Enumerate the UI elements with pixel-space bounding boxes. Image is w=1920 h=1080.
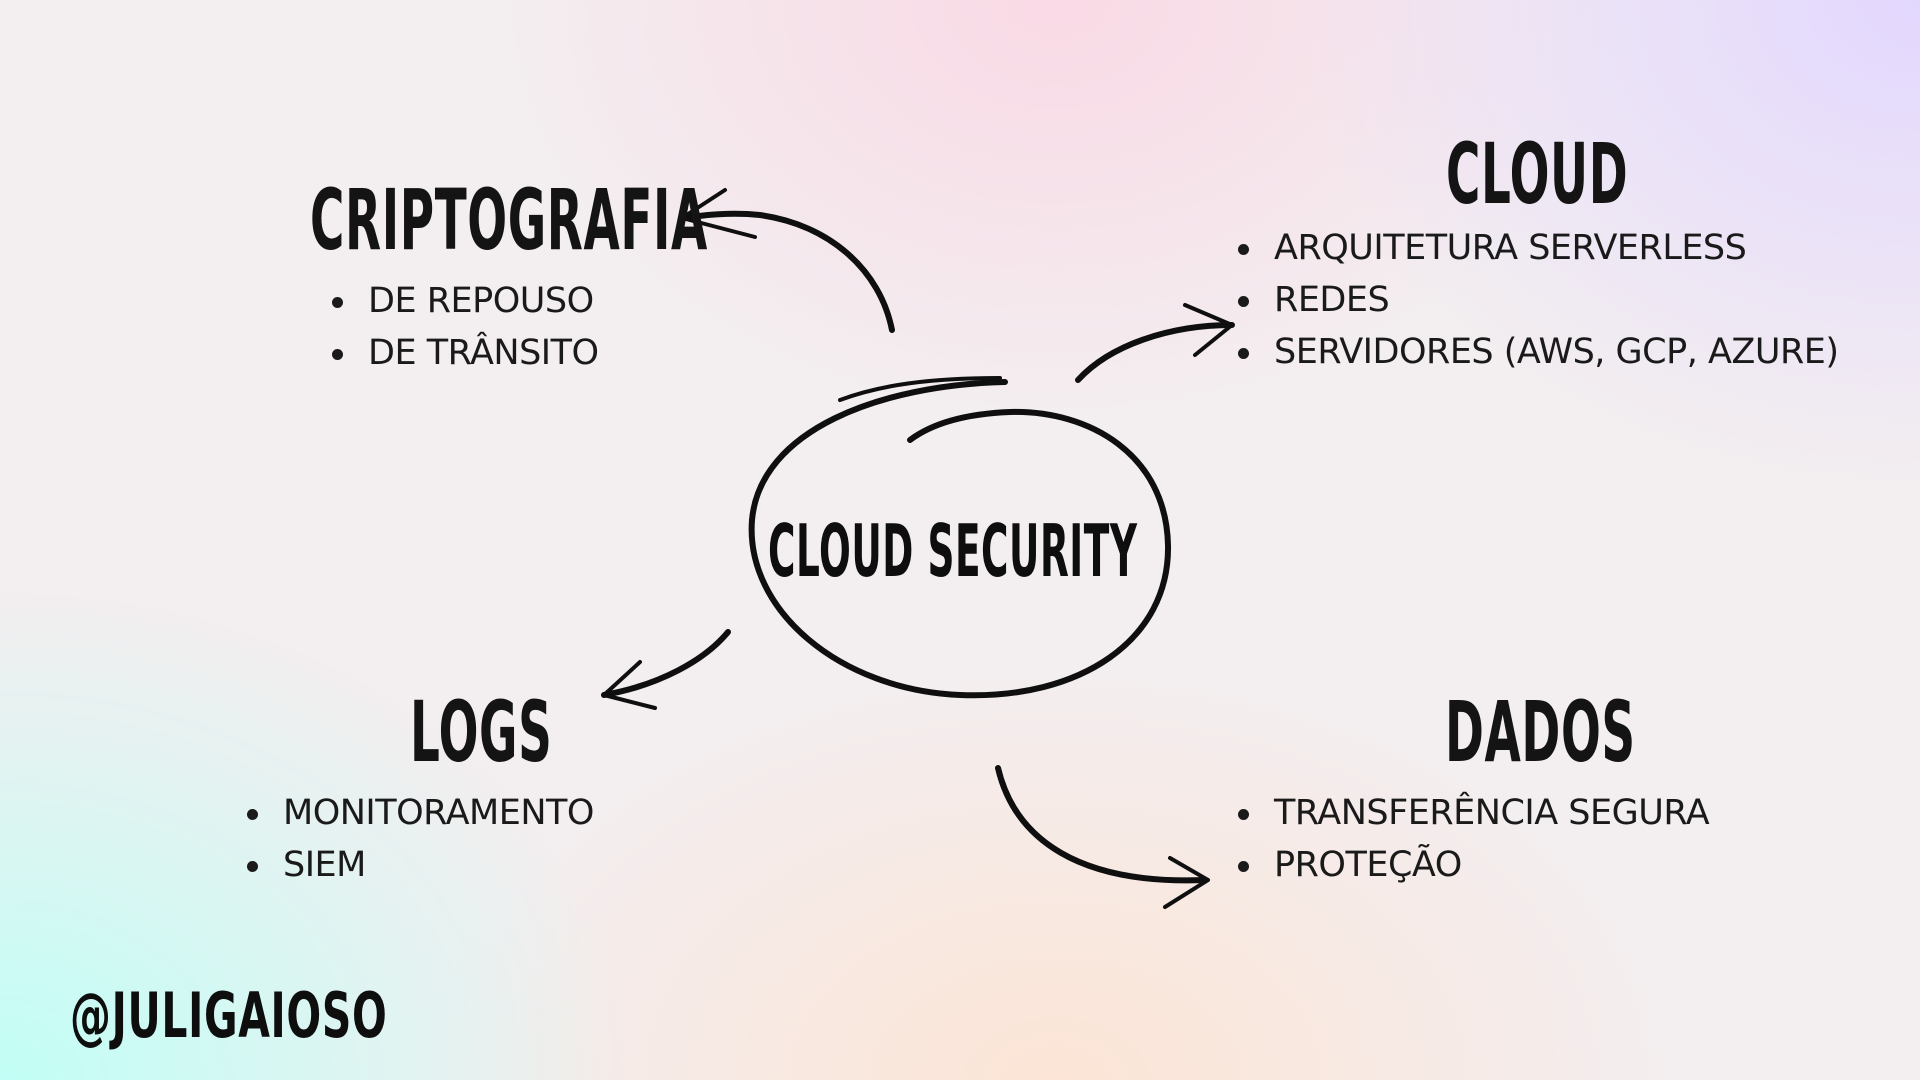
arrow-dados — [995, 765, 1208, 884]
arrow-criptografia — [679, 210, 895, 333]
arrow-cloud — [1075, 322, 1235, 383]
node-title-logs: LOGS — [410, 683, 553, 781]
list-item: MONITORAMENTO — [245, 787, 594, 839]
arrow-logs — [601, 629, 731, 698]
arrowhead-criptografia — [680, 188, 757, 239]
center-title: CLOUD SECURITY — [768, 509, 1138, 593]
node-title-dados: DADOS — [1445, 683, 1636, 781]
list-item: ARQUITETURA SERVERLESS — [1236, 222, 1839, 274]
list-criptografia: DE REPOUSO DE TRÂNSITO — [330, 275, 599, 379]
list-item: TRANSFERÊNCIA SEGURA — [1236, 787, 1710, 839]
list-item: DE REPOUSO — [330, 275, 599, 327]
list-dados: TRANSFERÊNCIA SEGURA PROTEÇÃO — [1236, 787, 1710, 891]
center-circle-inner — [838, 376, 1002, 402]
arrowhead-cloud — [1183, 303, 1234, 357]
node-title-criptografia: CRIPTOGRAFIA — [310, 171, 708, 269]
list-item: SERVIDORES (AWS, GCP, AZURE) — [1236, 326, 1839, 378]
center-circle-outer — [748, 379, 1172, 699]
list-cloud: ARQUITETURA SERVERLESS REDES SERVIDORES … — [1236, 222, 1839, 378]
list-item: DE TRÂNSITO — [330, 327, 599, 379]
list-item: PROTEÇÃO — [1236, 839, 1709, 891]
list-item: REDES — [1236, 274, 1839, 326]
list-logs: MONITORAMENTO SIEM — [245, 787, 594, 891]
arrowhead-dados — [1163, 856, 1210, 909]
node-title-cloud: CLOUD — [1446, 125, 1629, 223]
arrowhead-logs — [602, 660, 657, 710]
author-handle: @JULIGAIOSO — [70, 979, 388, 1052]
list-item: SIEM — [245, 839, 594, 891]
